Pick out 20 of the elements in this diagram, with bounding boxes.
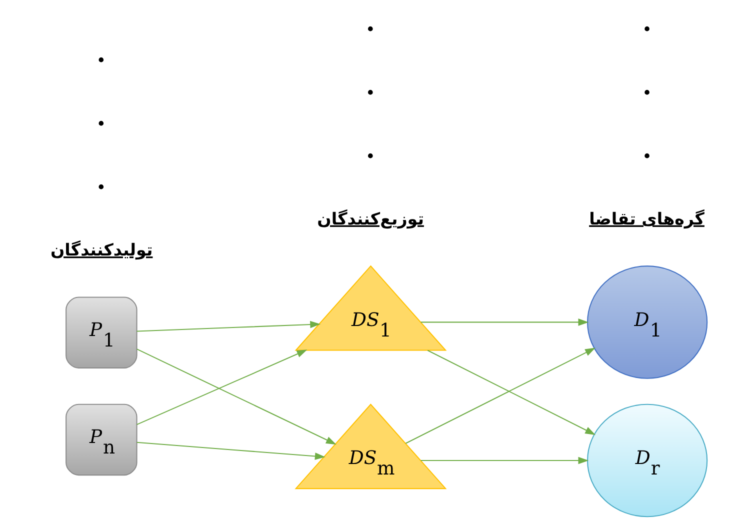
- arrow: [420, 456, 588, 464]
- arrow: [404, 348, 596, 444]
- label: •: [365, 20, 375, 40]
- label: •: [365, 146, 375, 166]
- label: گره‌های تقاضا: [588, 209, 704, 228]
- arrow: [136, 348, 336, 445]
- arrow: [420, 318, 588, 326]
- label: تولیدکنندگان: [50, 240, 152, 260]
- label: •: [365, 83, 375, 102]
- label: •: [96, 178, 106, 198]
- label: •: [642, 146, 652, 166]
- arrow: [136, 350, 307, 426]
- arrow: [426, 350, 596, 435]
- arrow: [136, 442, 325, 460]
- label: •: [96, 114, 106, 134]
- label: •: [642, 20, 652, 40]
- label: •: [96, 51, 106, 70]
- arrow: [136, 320, 320, 332]
- label: توزیع‌کنندگان: [316, 209, 424, 228]
- label: •: [642, 83, 652, 102]
